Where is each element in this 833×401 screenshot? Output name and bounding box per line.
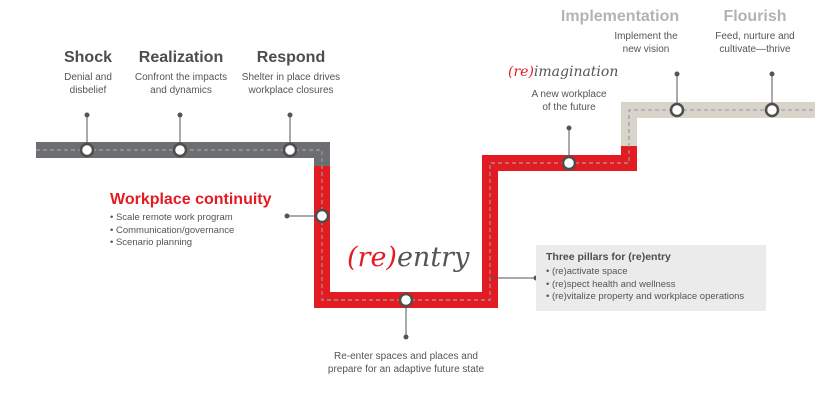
stage-shock: Shock Denial and disbelief <box>50 49 126 97</box>
stage-desc-line: disbelief <box>69 85 107 96</box>
stage-description: Confront the impacts and dynamics <box>128 71 234 97</box>
reentry-desc-line: prepare for an adaptive future state <box>327 364 485 375</box>
reimagination-desc-line: of the future <box>542 102 596 113</box>
milestone-dot-shock <box>79 142 95 158</box>
pillars-box: Three pillars for (re)entry (re)activate… <box>536 245 766 311</box>
pillar-item: (re)vitalize property and workplace oper… <box>546 291 756 304</box>
connector-cap-shock <box>84 112 90 118</box>
stage-description: Implement the new vision <box>552 30 688 56</box>
reimagination-label: (re)imagination <box>508 64 618 80</box>
continuity-item: Scenario planning <box>110 237 234 250</box>
continuity-item: Scale remote work program <box>110 212 234 225</box>
continuity-item: Communication/governance <box>110 225 234 238</box>
stage-desc-line: Feed, nurture and <box>715 31 795 42</box>
stage-title: Respond <box>256 49 326 66</box>
connector-cap-respond <box>287 112 293 118</box>
stage-desc-line: Denial and <box>64 72 112 83</box>
stage-description: Denial and disbelief <box>50 71 126 97</box>
pillars-list: (re)activate space (re)spect health and … <box>546 266 756 304</box>
milestone-dot-respond <box>282 142 298 158</box>
stage-desc-line: new vision <box>622 44 670 55</box>
milestone-dot-realization <box>172 142 188 158</box>
connector-cap-reimagination <box>566 125 572 131</box>
stage-desc-line: Shelter in place drives <box>241 72 341 83</box>
pillar-item: (re)activate space <box>546 266 756 279</box>
stage-respond: Respond Shelter in place drives workplac… <box>236 49 346 97</box>
reimagination-paren: (re) <box>508 64 534 80</box>
stage-desc-line: Confront the impacts <box>134 72 228 83</box>
stage-title: Implementation <box>560 8 680 25</box>
connector-cap-realization <box>177 112 183 118</box>
reentry-paren: (re) <box>347 242 397 273</box>
milestone-dot-reimagination <box>561 155 577 171</box>
pillars-title: Three pillars for (re)entry <box>546 251 671 263</box>
connector-cap-reentry <box>403 334 409 340</box>
journey-dashed-line-inner <box>36 109 815 301</box>
pillar-item: (re)spect health and wellness <box>546 279 756 292</box>
stage-implementation: Implementation Implement the new vision <box>552 8 688 56</box>
stage-title: Shock <box>63 49 112 66</box>
connector-cap-flourish <box>769 71 775 77</box>
continuity-title: Workplace continuity <box>110 191 272 208</box>
stage-title: Flourish <box>723 8 787 25</box>
milestone-dot-implementation <box>669 102 685 118</box>
reentry-label: (re)entry <box>347 242 469 273</box>
reentry-desc-line: Re-enter spaces and places and <box>334 351 478 362</box>
reimagination-description: A new workplace of the future <box>521 88 617 114</box>
connector-cap-implementation <box>674 71 680 77</box>
stage-desc-line: and dynamics <box>150 85 212 96</box>
stage-flourish: Flourish Feed, nurture and cultivate—thr… <box>703 8 807 56</box>
continuity-list: Scale remote work program Communication/… <box>110 212 234 250</box>
milestone-dot-reentry <box>398 292 414 308</box>
reentry-description: Re-enter spaces and places and prepare f… <box>316 350 496 376</box>
reimagination-word: imagination <box>533 64 619 80</box>
stage-description: Feed, nurture and cultivate—thrive <box>703 30 807 56</box>
reentry-word: entry <box>396 242 470 273</box>
stage-desc-line: workplace closures <box>248 85 334 96</box>
milestone-dot-flourish <box>764 102 780 118</box>
stage-title: Realization <box>138 49 224 66</box>
milestone-dot-continuity <box>314 208 330 224</box>
connector-cap-continuity <box>284 213 290 219</box>
reimagination-desc-line: A new workplace <box>531 89 607 100</box>
stage-desc-line: cultivate—thrive <box>719 44 791 55</box>
journey-path-beige <box>621 102 815 146</box>
stage-description: Shelter in place drives workplace closur… <box>236 71 346 97</box>
stage-realization: Realization Confront the impacts and dyn… <box>128 49 234 97</box>
stage-desc-line: Implement the <box>614 31 678 42</box>
